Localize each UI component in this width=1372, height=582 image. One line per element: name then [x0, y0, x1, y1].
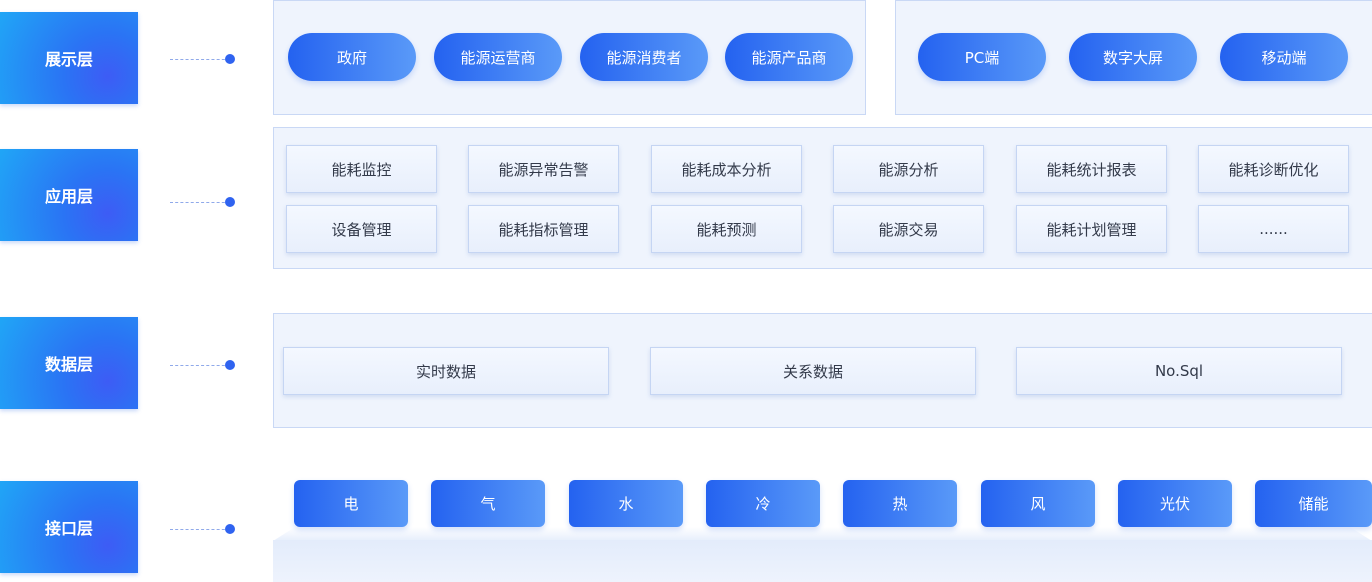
- module-plan-management[interactable]: 能耗计划管理: [1016, 205, 1167, 253]
- module-cost-analysis[interactable]: 能耗成本分析: [651, 145, 802, 193]
- module-energy-trading[interactable]: 能源交易: [833, 205, 984, 253]
- layer-label-data: 数据层: [0, 317, 138, 409]
- store-nosql[interactable]: No.Sql: [1016, 347, 1342, 395]
- client-mobile[interactable]: 移动端: [1220, 33, 1348, 81]
- connector-interface: [170, 524, 235, 534]
- interface-cooling[interactable]: 冷: [706, 480, 820, 527]
- connector-dot: [225, 197, 235, 207]
- module-energy-analysis[interactable]: 能源分析: [833, 145, 984, 193]
- store-realtime[interactable]: 实时数据: [283, 347, 609, 395]
- layer-label-presentation: 展示层: [0, 12, 138, 104]
- module-indicator-management[interactable]: 能耗指标管理: [468, 205, 619, 253]
- module-statistics-report[interactable]: 能耗统计报表: [1016, 145, 1167, 193]
- connector-presentation: [170, 54, 235, 64]
- connector-application: [170, 197, 235, 207]
- layer-label-application: 应用层: [0, 149, 138, 241]
- interface-storage[interactable]: 储能: [1255, 480, 1372, 527]
- connector-dot: [225, 54, 235, 64]
- client-pc[interactable]: PC端: [918, 33, 1046, 81]
- application-panel: [273, 127, 1372, 269]
- module-device-management[interactable]: 设备管理: [286, 205, 437, 253]
- interface-heat[interactable]: 热: [843, 480, 957, 527]
- interface-photovoltaic[interactable]: 光伏: [1118, 480, 1232, 527]
- module-energy-alarm[interactable]: 能源异常告警: [468, 145, 619, 193]
- interface-water[interactable]: 水: [569, 480, 683, 527]
- connector-dot: [225, 360, 235, 370]
- connector-data: [170, 360, 235, 370]
- user-government[interactable]: 政府: [288, 33, 416, 81]
- interface-electricity[interactable]: 电: [294, 480, 408, 527]
- store-relational[interactable]: 关系数据: [650, 347, 976, 395]
- interface-platform: [273, 540, 1372, 582]
- module-diagnosis-optimization[interactable]: 能耗诊断优化: [1198, 145, 1349, 193]
- user-energy-operator[interactable]: 能源运营商: [434, 33, 562, 81]
- interface-platform-top: [273, 527, 1372, 541]
- module-energy-monitoring[interactable]: 能耗监控: [286, 145, 437, 193]
- module-more[interactable]: ......: [1198, 205, 1349, 253]
- interface-gas[interactable]: 气: [431, 480, 545, 527]
- interface-wind[interactable]: 风: [981, 480, 1095, 527]
- client-big-screen[interactable]: 数字大屏: [1069, 33, 1197, 81]
- user-energy-producer[interactable]: 能源产品商: [725, 33, 853, 81]
- layer-label-interface: 接口层: [0, 481, 138, 573]
- module-energy-forecast[interactable]: 能耗预测: [651, 205, 802, 253]
- connector-dot: [225, 524, 235, 534]
- user-energy-consumer[interactable]: 能源消费者: [580, 33, 708, 81]
